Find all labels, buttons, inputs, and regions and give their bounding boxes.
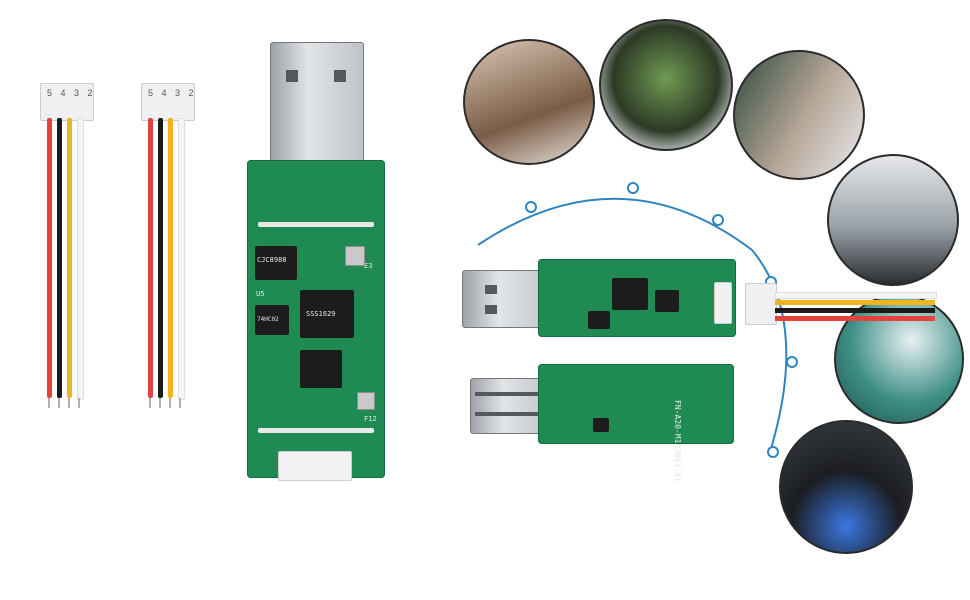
usb-plug-hole: [286, 70, 298, 82]
cable-connector: [745, 283, 777, 325]
wire-pin: [48, 398, 50, 408]
wire-white: [775, 292, 937, 299]
usb-plug-hole: [475, 412, 545, 416]
board-silk-label: FN-A20-M1030V1.41: [673, 400, 682, 482]
small-chip: [588, 311, 610, 329]
gaming-monitor-photo: [599, 19, 733, 151]
lecture-recording-photo: [733, 50, 865, 180]
game-streaming-photo: [779, 420, 913, 554]
cable-connector-left: [40, 83, 94, 121]
connector-pin-marks-right: 5 4 3 2: [148, 88, 197, 98]
usb-plug-hole: [485, 305, 497, 314]
wire-pin: [179, 398, 181, 408]
conference-room-photo: [827, 154, 959, 286]
lower-chip: [300, 350, 342, 388]
arc-dot: [712, 214, 724, 226]
wire-pin: [149, 398, 151, 408]
main-chip: [300, 290, 354, 338]
pcb-strip-top: [258, 222, 374, 227]
board-connector-socket: [278, 451, 352, 481]
wire-red: [775, 316, 935, 321]
chip-top-label: CJC8988: [257, 256, 287, 264]
wire-pin: [159, 398, 161, 408]
wire-yellow: [168, 118, 173, 398]
main-chip: [612, 278, 648, 310]
ref-u5: U5: [256, 290, 265, 298]
wire-red: [47, 118, 52, 398]
ref-f12: F12: [364, 415, 377, 423]
wire-white: [178, 118, 185, 400]
arc-dot: [627, 182, 639, 194]
classroom-photo: [463, 39, 595, 165]
wire-pin: [58, 398, 60, 408]
codec-chip: [655, 290, 679, 312]
crystal-component: [357, 392, 375, 410]
wire-black: [775, 308, 935, 313]
pcb-horizontal-back: [538, 364, 734, 444]
arc-dot: [786, 356, 798, 368]
wire-pin: [68, 398, 70, 408]
wire-pin: [78, 398, 80, 408]
arc-dot: [767, 446, 779, 458]
wire-red: [148, 118, 153, 398]
ref-e3: E3: [364, 262, 373, 270]
usb-plug-hole: [485, 285, 497, 294]
wire-pin: [169, 398, 171, 408]
wire-white: [77, 118, 84, 400]
usb-plug-hole: [334, 70, 346, 82]
board-connector-socket: [714, 282, 732, 324]
small-chip: [255, 305, 289, 335]
small-chip: [593, 418, 609, 432]
small-chip-label: 74HC02: [257, 316, 279, 323]
wire-black: [57, 118, 62, 398]
usb-plug-hole: [475, 392, 545, 396]
pcb-strip-bottom: [258, 428, 374, 433]
arc-dot: [525, 201, 537, 213]
arc-path: [477, 197, 788, 453]
main-chip-label: SSS1629: [306, 310, 336, 318]
wire-black: [158, 118, 163, 398]
crystal-component: [345, 246, 365, 266]
connector-pin-marks-left: 5 4 3 2: [47, 88, 96, 98]
codec-chip-top: [255, 246, 297, 280]
wire-yellow: [67, 118, 72, 398]
wire-yellow: [775, 300, 935, 305]
surgery-room-photo: [834, 294, 964, 424]
